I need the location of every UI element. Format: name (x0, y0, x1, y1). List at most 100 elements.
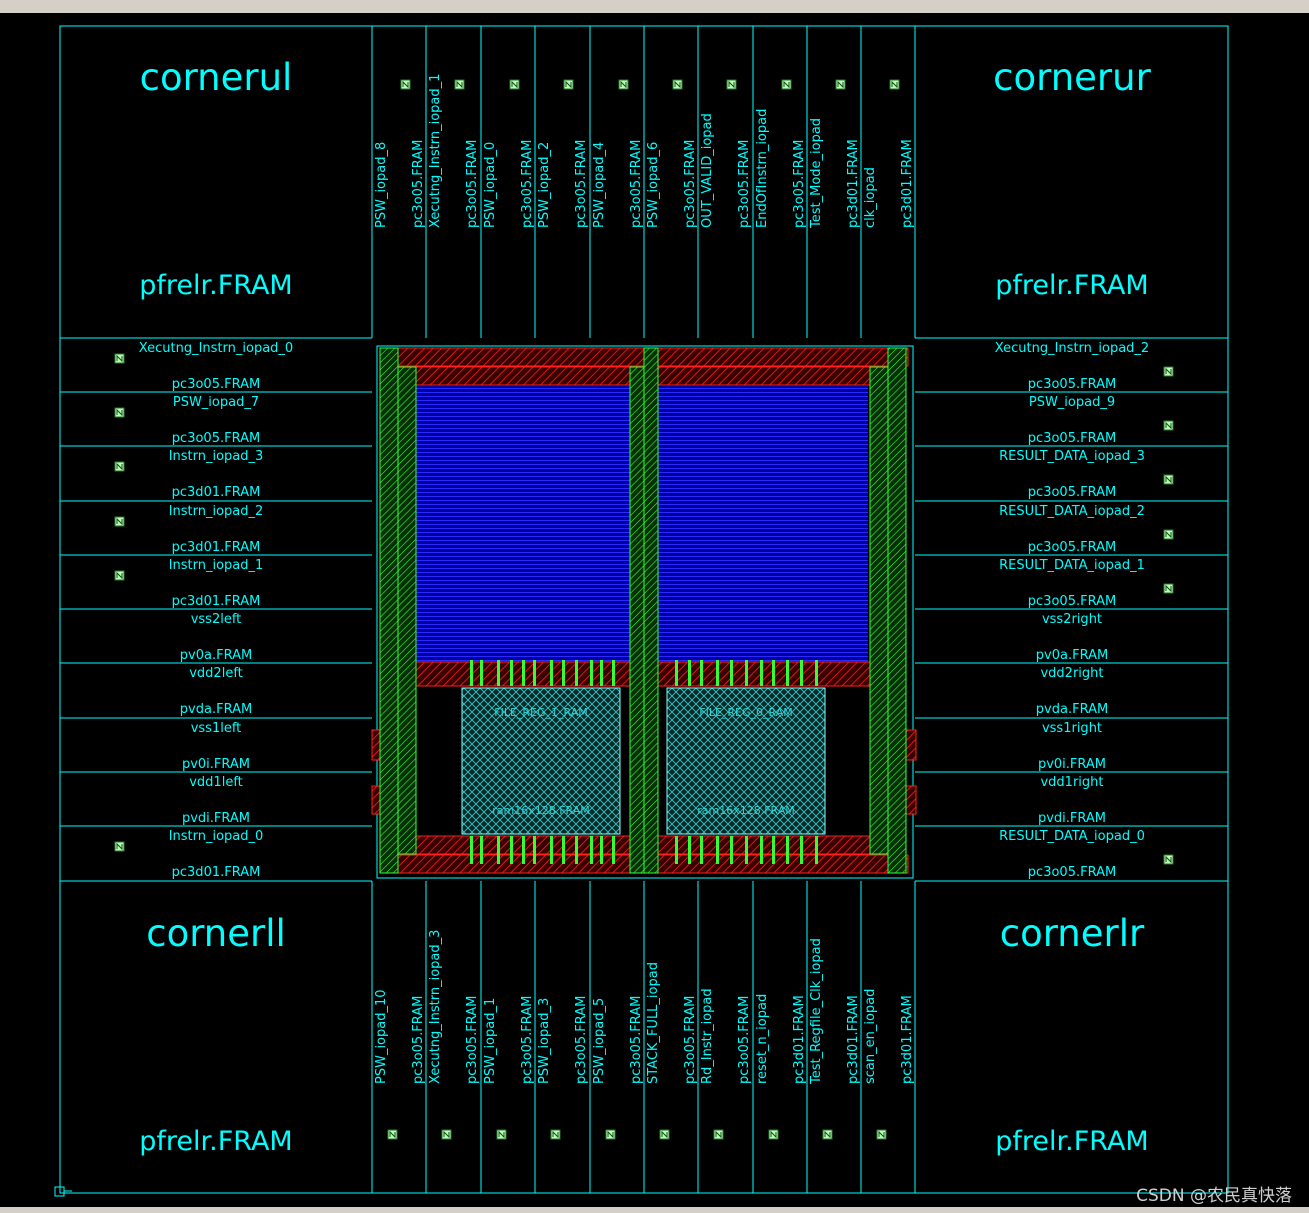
pin-icon (1163, 583, 1174, 594)
pin-stub-top (760, 660, 763, 686)
top-pad-name: Xecutng_Instrn_iopad_1 (428, 74, 443, 228)
bottom-pad-name: PSW_iopad_10 (374, 989, 389, 1084)
pin-stub-top (772, 660, 775, 686)
corner-lr[interactable]: cornerlr pfrelr.FRAM (995, 912, 1148, 1157)
macro-file-reg-0[interactable]: FILE_REG_0_RAM ram16x128.FRAM (666, 687, 826, 835)
bottom-pad-name: PSW_iopad_5 (592, 998, 607, 1084)
left-pad-cell: pc3d01.FRAM (172, 865, 261, 880)
core-area[interactable]: FILE_REG_1_RAM ram16x128.FRAM FILE_REG_0… (371, 345, 917, 879)
right-pad-cell: pc3o05.FRAM (1028, 540, 1116, 555)
pin-stub-bottom (533, 836, 536, 864)
pin-stub-bottom (730, 836, 733, 864)
pin-icon (659, 1129, 670, 1140)
left-pad-name: Instrn_iopad_2 (169, 504, 264, 519)
right-pad-cell: pvda.FRAM (1036, 702, 1108, 717)
right-pad-name: RESULT_DATA_iopad_2 (999, 504, 1145, 519)
pin-stub-bottom (470, 836, 473, 864)
bottom-pad-name: PSW_iopad_1 (483, 998, 498, 1084)
pin-stub-bottom (550, 836, 553, 864)
macro-file-reg-1[interactable]: FILE_REG_1_RAM ram16x128.FRAM (461, 687, 621, 835)
bottom-pad-2[interactable]: PSW_iopad_1 pc3o05.FRAM (483, 996, 535, 1140)
pad-cell-grid (60, 26, 1228, 1193)
top-pad-name: OUT_VALID_iopad (700, 113, 715, 228)
macro-file-reg-1-body (461, 687, 621, 835)
pin-stub-bottom (688, 836, 691, 864)
pin-stub-bottom (590, 836, 593, 864)
pin-icon (1163, 420, 1174, 431)
right-pad-cell: pc3o05.FRAM (1028, 431, 1116, 446)
pin-stub-bottom (522, 836, 525, 864)
pin-stub-bottom (745, 836, 748, 864)
corner-ur[interactable]: cornerur pfrelr.FRAM (993, 56, 1151, 301)
right-pad-3[interactable]: RESULT_DATA_iopad_2 pc3o05.FRAM (999, 504, 1174, 555)
pin-icon (768, 1129, 779, 1140)
power-strap-left-inner (397, 366, 417, 855)
pin-icon (114, 353, 125, 364)
pin-stub-top (730, 660, 733, 686)
pin-stub-top (522, 660, 525, 686)
pin-icon (550, 1129, 561, 1140)
pin-icon (713, 1129, 724, 1140)
pin-stub-bottom (480, 836, 483, 864)
pin-stub-top (550, 660, 553, 686)
pin-stub-bottom (497, 836, 500, 864)
corner-ul[interactable]: cornerul pfrelr.FRAM (139, 56, 292, 301)
left-pad-cell: pv0i.FRAM (182, 757, 250, 772)
corner-ll[interactable]: cornerll pfrelr.FRAM (139, 912, 292, 1157)
macro-pin-stubs (470, 660, 818, 864)
top-pad-name: clk_iopad (863, 167, 878, 228)
pin-icon (441, 1129, 452, 1140)
window-top-bar (0, 0, 1309, 13)
bottom-pad-cell: pc3d01.FRAM (792, 995, 807, 1084)
left-pad-name: Instrn_iopad_0 (169, 829, 264, 844)
right-pad-name: vss1right (1042, 721, 1102, 736)
right-pad-name: vdd1right (1040, 775, 1103, 790)
pin-stub-top (612, 660, 615, 686)
left-pad-name: vss2left (191, 612, 242, 627)
corner-ur-name: cornerur (993, 56, 1151, 99)
pin-stub-top (510, 660, 513, 686)
bottom-pad-cell: pc3o05.FRAM (520, 996, 535, 1084)
right-pad-name: Xecutng_Instrn_iopad_2 (995, 341, 1149, 356)
pin-stub-bottom (786, 836, 789, 864)
left-pad-9[interactable]: Instrn_iopad_0 pc3d01.FRAM (114, 829, 264, 880)
